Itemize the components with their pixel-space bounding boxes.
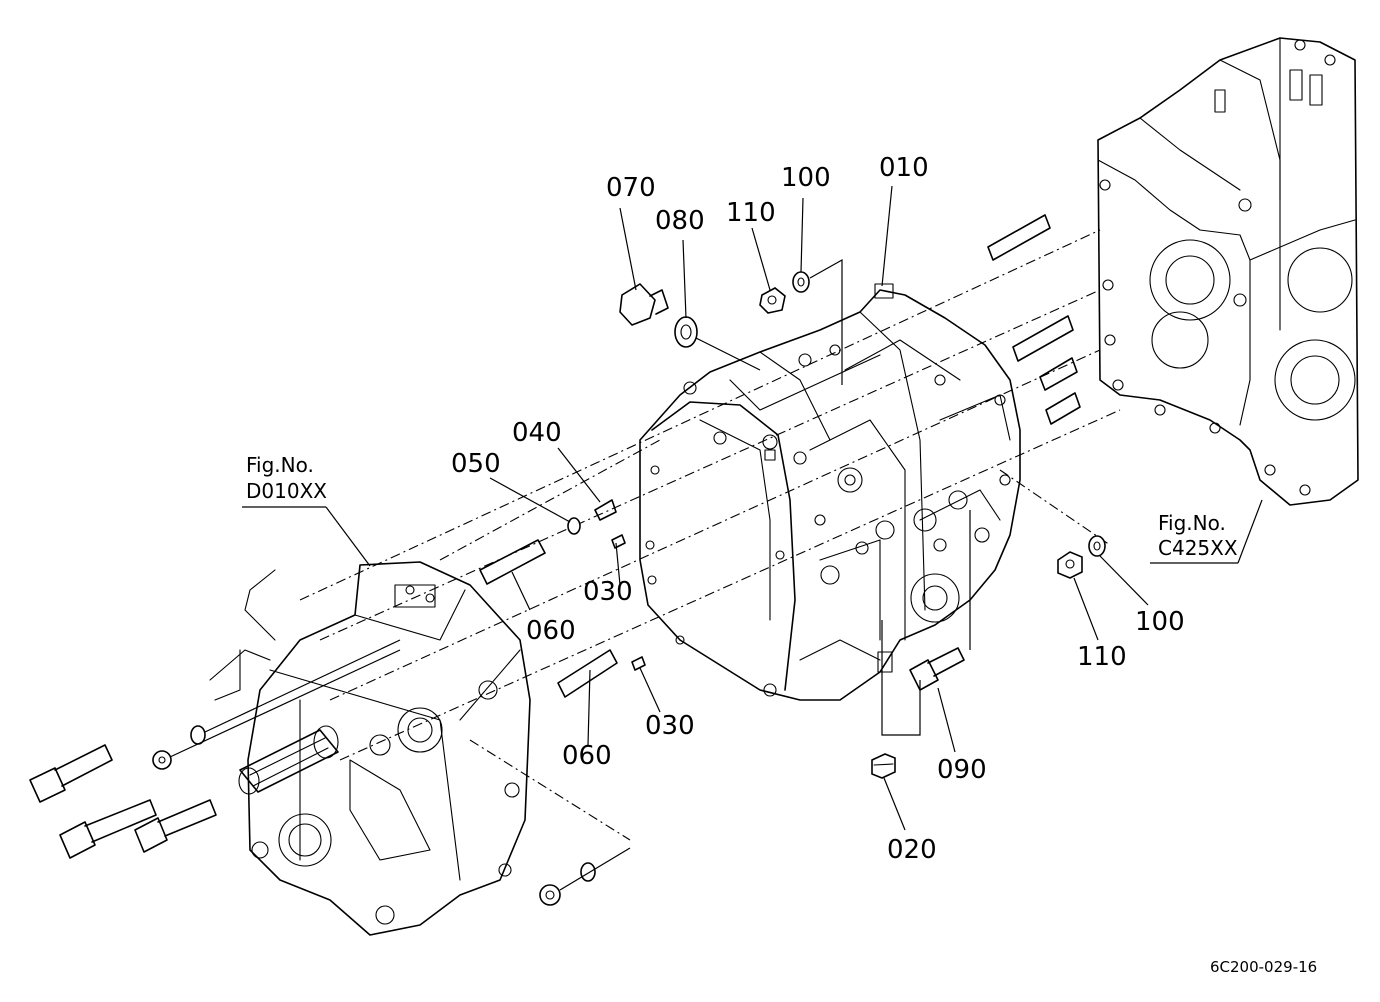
- lower-loose-parts: [871, 510, 971, 779]
- part-label-030-lower: 030: [645, 711, 695, 741]
- part-label-110-right: 110: [1077, 642, 1127, 672]
- part-label-010: 010: [879, 153, 929, 183]
- part-label-040: 040: [512, 418, 562, 448]
- right-housing-assembly: [1097, 37, 1359, 506]
- ref-right-line1: Fig.No.: [1158, 511, 1226, 535]
- part-label-030-upper: 030: [583, 577, 633, 607]
- upper-loose-parts: [619, 258, 843, 385]
- studs-and-pins: [479, 214, 1081, 698]
- part-label-100-right: 100: [1135, 607, 1185, 637]
- ref-right-line2: C425XX: [1158, 536, 1238, 560]
- part-label-080: 080: [655, 206, 705, 236]
- part-label-020: 020: [887, 835, 937, 865]
- ref-callout-right: Fig.No. C425XX: [1150, 499, 1263, 564]
- part-label-110-top: 110: [726, 198, 776, 228]
- right-nuts: [1057, 535, 1106, 579]
- part-number-labels: 070 080 110 100 010 040 050 030 060 030 …: [451, 153, 1185, 865]
- part-label-070: 070: [606, 173, 656, 203]
- part-leader-lines: [489, 185, 1149, 831]
- ref-left-line2: D010XX: [246, 479, 327, 503]
- ref-left-line1: Fig.No.: [246, 453, 314, 477]
- part-label-090: 090: [937, 755, 987, 785]
- part-label-060-lower: 060: [562, 741, 612, 771]
- part-label-100-top: 100: [781, 163, 831, 193]
- part-label-060-upper: 060: [526, 616, 576, 646]
- left-housing-assembly: [209, 561, 531, 936]
- assembly-axis-lines: [299, 229, 1121, 841]
- part-label-050: 050: [451, 449, 501, 479]
- main-transmission-case: [639, 283, 1021, 701]
- drawing-code: 6C200-029-16: [1210, 958, 1317, 976]
- ref-callout-left: Fig.No. D010XX: [242, 453, 371, 567]
- left-bolts-and-nuts: [29, 639, 631, 906]
